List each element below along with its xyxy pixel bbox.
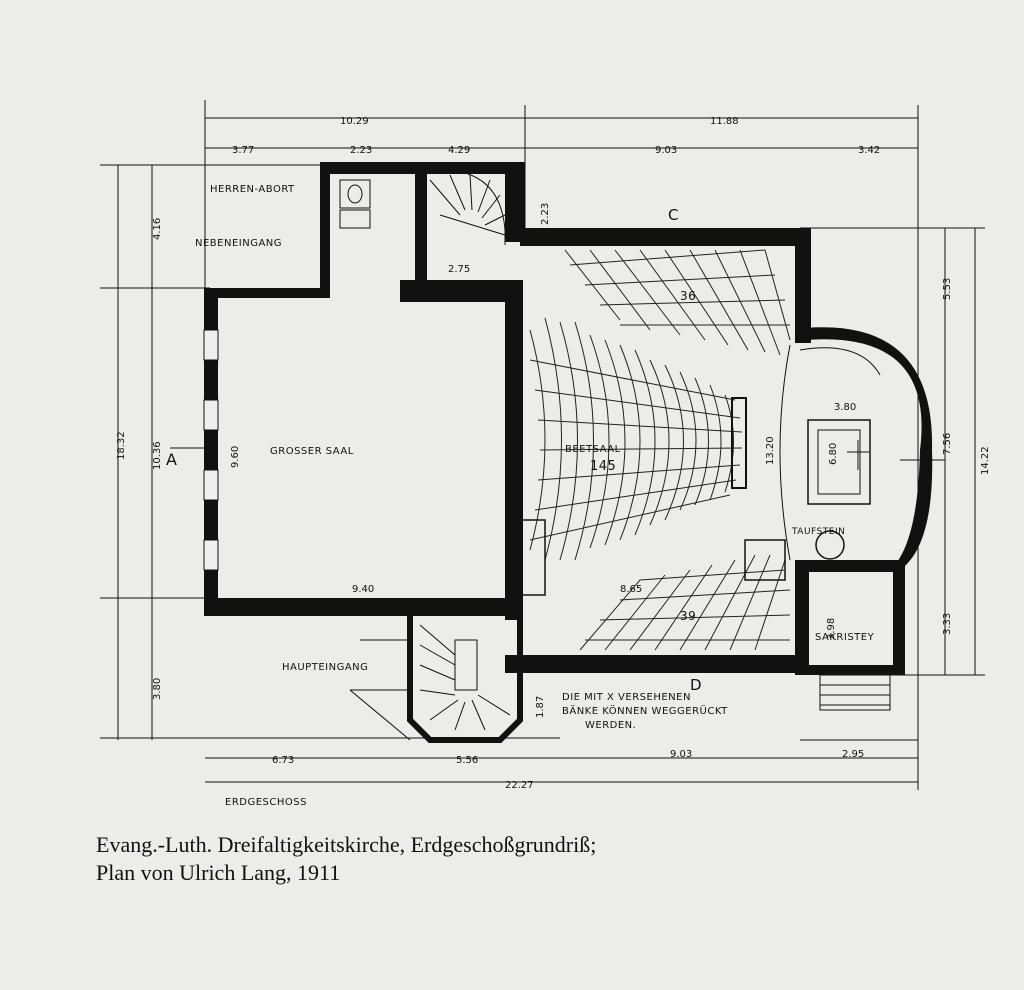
label-nebeneingang: NEBENEINGANG <box>195 238 282 249</box>
dim-903-bottom: 9.03 <box>670 749 692 760</box>
dimension-values: 10.29 11.88 3.77 2.23 4.29 9.03 3.42 4.1… <box>116 116 991 791</box>
section-marker-a: A <box>166 450 177 469</box>
dim-680: 6.80 <box>828 443 839 465</box>
windows <box>203 329 219 571</box>
floor-plan-drawing: 10.29 11.88 3.77 2.23 4.29 9.03 3.42 4.1… <box>100 100 991 808</box>
dim-429: 4.29 <box>448 145 470 156</box>
note-line-2: BÄNKE KÖNNEN WEGGERÜCKT <box>562 704 728 717</box>
note-line-1: DIE MIT X VERSEHENEN <box>562 692 691 703</box>
section-marker-c: C <box>668 206 679 224</box>
dim-960: 9.60 <box>230 446 241 468</box>
bottom-staircase <box>349 624 511 741</box>
label-herren-abort: HERREN-ABORT <box>210 184 295 195</box>
altar <box>799 347 881 560</box>
label-seats-bottom: 39 <box>680 609 696 623</box>
toilet-fixtures <box>339 179 371 229</box>
dim-1422: 14.22 <box>980 446 991 475</box>
dim-940: 9.40 <box>352 584 374 595</box>
label-betsaal-count: 145 <box>590 459 616 474</box>
dim-903-top: 9.03 <box>655 145 677 156</box>
label-sakristey: SAKRISTEY <box>815 632 875 643</box>
dim-553: 5.53 <box>942 278 953 300</box>
dim-673: 6.73 <box>272 755 294 766</box>
sacristy-steps <box>819 674 891 711</box>
top-staircase <box>429 174 506 236</box>
caption-line-1: Evang.-Luth. Dreifaltigkeitskirche, Erdg… <box>96 832 597 857</box>
dim-1832: 18.32 <box>116 431 127 460</box>
section-marker-b: B <box>922 453 933 472</box>
walls <box>204 162 933 743</box>
dim-223-b: 2.23 <box>540 203 551 225</box>
dim-756: 7.56 <box>942 433 953 455</box>
dim-top-left: 10.29 <box>340 116 369 127</box>
note-line-3: WERDEN. <box>585 720 636 731</box>
dim-865: 8.65 <box>620 584 642 595</box>
dim-333: 3.33 <box>942 613 953 635</box>
dim-275: 2.75 <box>448 264 470 275</box>
dim-380: 3.80 <box>152 678 163 700</box>
dim-416: 4.16 <box>152 218 163 240</box>
section-marker-d: D <box>690 676 702 694</box>
dim-398: 3.98 <box>826 618 837 640</box>
label-grosser-saal: GROSSER SAAL <box>270 446 354 457</box>
dim-1036: 10.36 <box>152 441 163 470</box>
label-betsaal: BEETSAAL <box>565 444 621 455</box>
label-taufstein: TAUFSTEIN <box>791 527 845 537</box>
pews-center <box>514 317 747 596</box>
dim-342: 3.42 <box>858 145 880 156</box>
dim-1320: 13.20 <box>765 436 776 465</box>
dim-top-right: 11.88 <box>710 116 739 127</box>
label-haupteingang: HAUPTEINGANG <box>282 662 368 673</box>
pews-bottom <box>579 539 791 651</box>
dim-223: 2.23 <box>350 145 372 156</box>
dim-377: 3.77 <box>232 145 254 156</box>
caption-line-2: Plan von Ulrich Lang, 1911 <box>96 860 341 885</box>
dim-556: 5.56 <box>456 755 478 766</box>
dim-295: 2.95 <box>842 749 864 760</box>
label-erdgeschoss: ERDGESCHOSS <box>225 797 307 808</box>
label-seats-top: 36 <box>680 289 696 303</box>
dim-2227: 22.27 <box>505 780 534 791</box>
pews-top <box>564 249 791 356</box>
plan-labels: HERREN-ABORT NEBENEINGANG GROSSER SAAL B… <box>166 184 933 808</box>
dim-380-b: 3.80 <box>834 402 856 413</box>
dim-187: 1.87 <box>535 696 546 718</box>
